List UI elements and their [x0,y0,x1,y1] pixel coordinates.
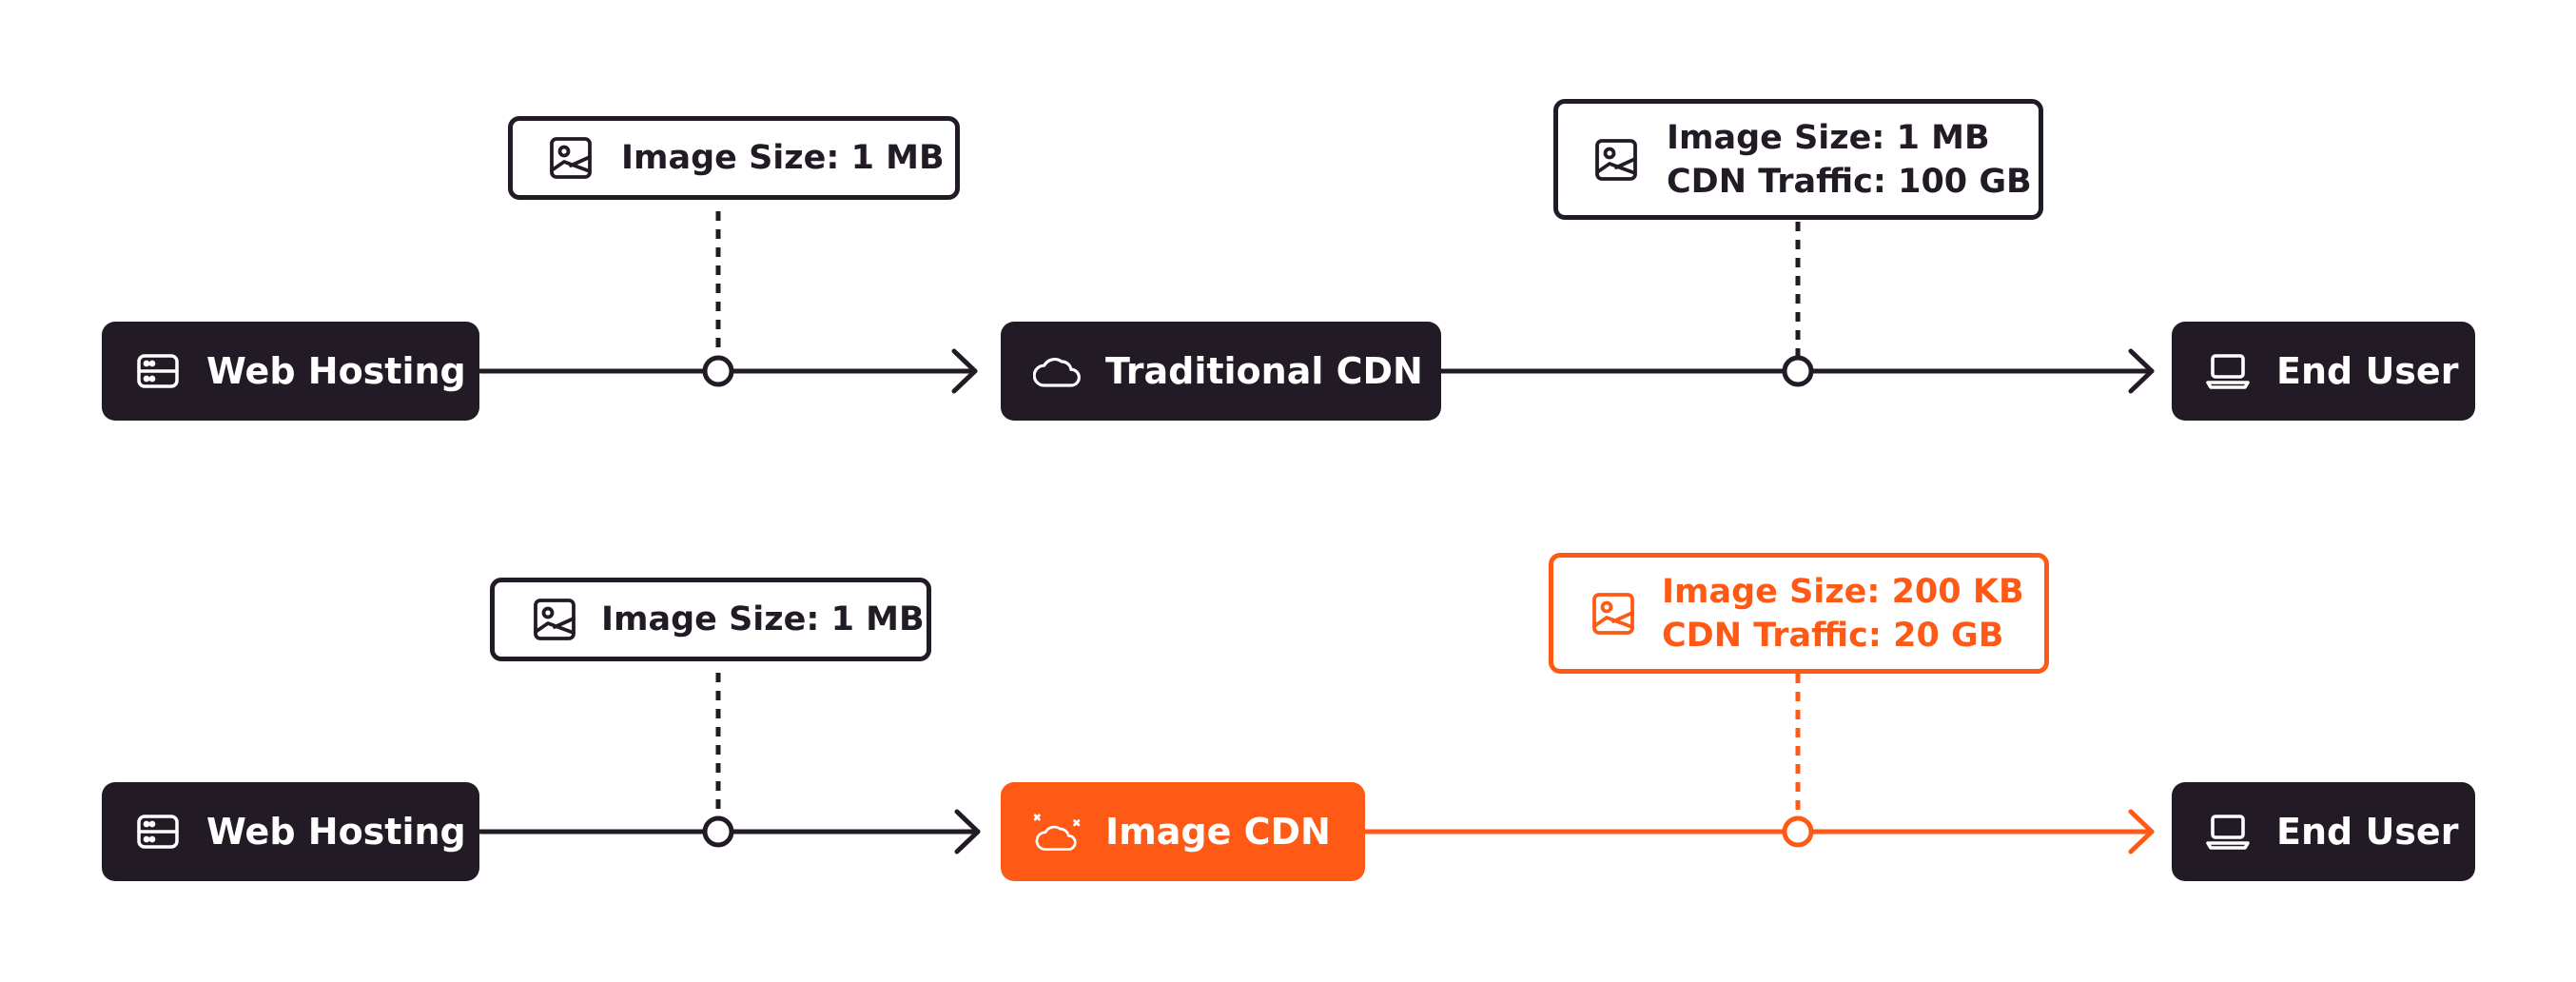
row1-origin-callout: Image Size: 1 MB [508,116,960,200]
row1-end-user-node: End User [2172,322,2475,421]
server-icon [134,347,182,395]
callout-line-image-size: Image Size: 200 KB [1662,572,2024,611]
node-label: End User [2276,350,2459,392]
image-icon [1590,590,1637,638]
row2-web-hosting-node: Web Hosting [102,782,479,881]
row1-web-hosting-node: Web Hosting [102,322,479,421]
row2-arrowhead-to-cdn [954,809,981,854]
row2-arrowhead-to-user [2128,809,2155,854]
cloud-icon [1033,347,1081,395]
row2-connectors [478,673,2155,854]
callout-line-image-size: Image Size: 1 MB [1667,118,1990,157]
row1-arrowhead-to-cdn [951,348,978,394]
laptop-icon [2204,808,2252,855]
row2-origin-callout: Image Size: 1 MB [490,578,931,661]
laptop-icon [2204,347,2252,395]
row1-connectors [478,211,2155,394]
callout-line-cdn-traffic: CDN Traffic: 20 GB [1662,616,2004,655]
image-icon [547,134,595,182]
node-label: Traditional CDN [1105,350,1423,392]
image-icon [531,596,578,643]
row1-arrowhead-to-user [2128,348,2155,394]
row1-cdn-callout: Image Size: 1 MB CDN Traffic: 100 GB [1553,99,2043,220]
row1-junction-cdn [1782,355,1814,387]
row2-junction-cdn [1782,815,1814,848]
server-icon [134,808,182,855]
node-label: Web Hosting [206,350,466,392]
callout-text: Image Size: 1 MB [621,139,945,177]
node-label: Web Hosting [206,811,466,853]
callout-text: Image Size: 1 MB [601,600,925,638]
row2-end-user-node: End User [2172,782,2475,881]
row1-traditional-cdn-node: Traditional CDN [1001,322,1441,421]
row2-cdn-callout: Image Size: 200 KB CDN Traffic: 20 GB [1549,553,2049,674]
callout-line-cdn-traffic: CDN Traffic: 100 GB [1667,162,2032,201]
image-icon [1592,136,1640,184]
row2-image-cdn-node: Image CDN [1001,782,1365,881]
row2-junction-origin [702,815,734,848]
optimized-cloud-icon [1033,808,1081,855]
node-label: Image CDN [1105,811,1331,853]
row1-junction-origin [702,355,734,387]
node-label: End User [2276,811,2459,853]
